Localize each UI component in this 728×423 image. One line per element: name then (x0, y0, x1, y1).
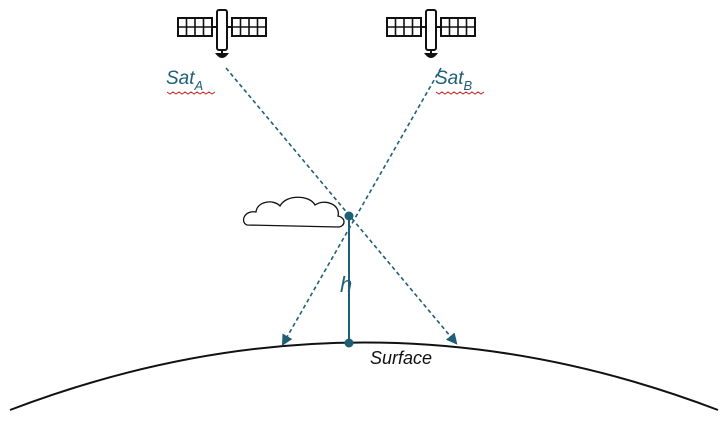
cloud-top-point (344, 211, 354, 221)
height-label: h (340, 272, 352, 297)
sat-b-label: SatB (435, 68, 473, 93)
surface-label: Surface (370, 348, 432, 368)
earth-surface-curve (9, 341, 719, 411)
spellcheck-squiggle (435, 91, 485, 95)
spellcheck-squiggle (166, 91, 216, 95)
satellite-icon (386, 9, 476, 59)
sat-a-label: SatA (166, 68, 203, 93)
satellite-icon (177, 9, 267, 59)
sat-a-line-of-sight (225, 67, 458, 345)
surface-point (344, 338, 354, 348)
cloud-icon (242, 196, 345, 228)
